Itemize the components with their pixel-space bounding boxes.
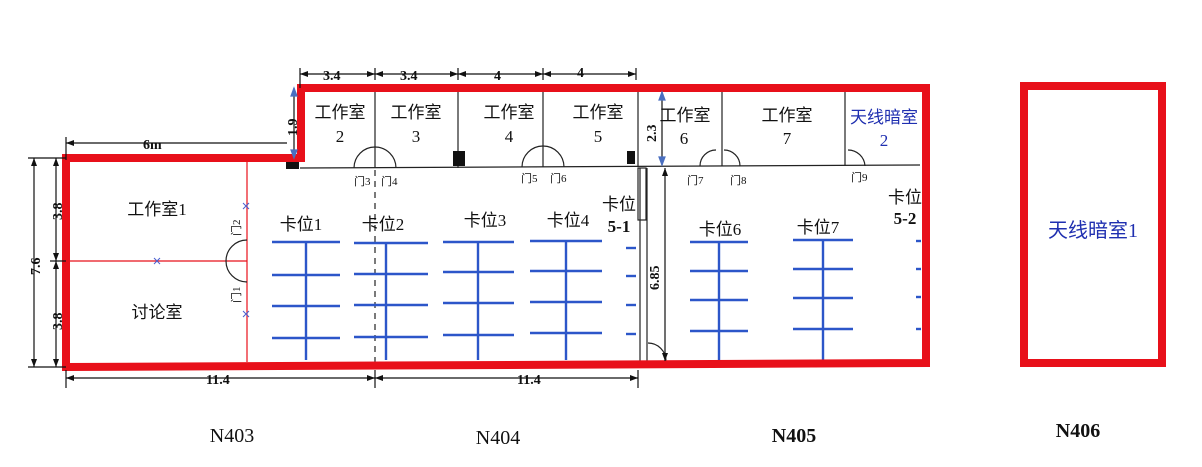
dimension-arrows-blue bbox=[290, 86, 666, 167]
room-studio-7-num: 7 bbox=[783, 129, 792, 148]
door-8: 门8 bbox=[730, 173, 747, 187]
room-studio-5-num: 5 bbox=[594, 127, 603, 146]
room-studio-3-label: 工作室 bbox=[391, 103, 442, 122]
room-studio-4-num: 4 bbox=[505, 127, 514, 146]
door-arc-8 bbox=[723, 149, 741, 167]
dim-bottom-1: 11.4 bbox=[206, 373, 230, 388]
room-discussion: 讨论室 bbox=[132, 303, 183, 322]
room-studio-4-label: 工作室 bbox=[484, 103, 535, 122]
door-arcs bbox=[225, 145, 866, 362]
station-4: 卡位4 bbox=[547, 211, 590, 230]
dim-top-4: 4 bbox=[577, 66, 584, 81]
dim-3-8-bottom: 3.8 bbox=[51, 313, 66, 331]
station-6: 卡位6 bbox=[699, 220, 742, 239]
dim-top-2: 3.4 bbox=[400, 69, 418, 84]
station-5-2-label: 卡位 bbox=[888, 188, 922, 207]
door-3: 门3 bbox=[354, 174, 371, 188]
dim-top-3: 4 bbox=[494, 69, 501, 84]
door-4: 门4 bbox=[381, 174, 398, 188]
markers bbox=[153, 202, 250, 318]
door-7: 门7 bbox=[687, 173, 704, 187]
door-arc-9 bbox=[847, 149, 866, 167]
station-5-1-label: 卡位 bbox=[602, 195, 636, 214]
room-studio-6-num: 6 bbox=[680, 129, 689, 148]
area-n404: N404 bbox=[476, 427, 520, 449]
door-arc-5-6 bbox=[521, 145, 565, 168]
station-1: 卡位1 bbox=[280, 215, 323, 234]
door-2: 门2 bbox=[229, 220, 243, 237]
desk-layout bbox=[272, 238, 921, 360]
station-5-2-num: 5-2 bbox=[894, 209, 917, 228]
station-7: 卡位7 bbox=[797, 218, 840, 237]
station-2: 卡位2 bbox=[362, 215, 405, 234]
room-studio-2-label: 工作室 bbox=[315, 103, 366, 122]
room-studio-6-label: 工作室 bbox=[660, 106, 711, 125]
dim-6m: 6m bbox=[143, 138, 162, 153]
room-antenna-2-label: 天线暗室 bbox=[850, 108, 918, 127]
dim-6-85: 6.85 bbox=[648, 266, 663, 291]
dimension-arrows bbox=[31, 71, 668, 381]
columns bbox=[286, 151, 647, 221]
room-studio-3-num: 3 bbox=[412, 127, 421, 146]
room-studio-5-label: 工作室 bbox=[573, 103, 624, 122]
interior-walls bbox=[299, 88, 921, 362]
station-5-1-num: 5-1 bbox=[608, 217, 631, 236]
dim-2-3: 2.3 bbox=[645, 125, 660, 143]
dim-1-9: 1.9 bbox=[286, 119, 301, 137]
dim-bottom-2: 11.4 bbox=[517, 373, 541, 388]
station-3: 卡位3 bbox=[464, 211, 507, 230]
room-studio-1: 工作室1 bbox=[127, 200, 187, 219]
room-studio-7-label: 工作室 bbox=[762, 106, 813, 125]
door-9: 门9 bbox=[851, 170, 868, 184]
door-5: 门5 bbox=[521, 171, 538, 185]
room-antenna-2-num: 2 bbox=[880, 131, 889, 150]
dim-3-8-top: 3.8 bbox=[51, 203, 66, 221]
door-arc-7 bbox=[699, 149, 717, 167]
dim-top-1: 3.4 bbox=[323, 69, 341, 84]
antenna-room-1-outline bbox=[1020, 82, 1166, 367]
door-6: 门6 bbox=[550, 171, 567, 185]
door-arc-3-4 bbox=[353, 146, 397, 169]
door-1: 门1 bbox=[229, 287, 243, 304]
room-antenna-1: 天线暗室1 bbox=[1048, 219, 1138, 242]
area-n405: N405 bbox=[772, 425, 816, 447]
door-arc-1-2 bbox=[225, 239, 248, 283]
area-n406: N406 bbox=[1056, 420, 1100, 442]
dim-7-6: 7.6 bbox=[29, 258, 44, 276]
room-studio-2-num: 2 bbox=[336, 127, 345, 146]
door-arc-bottom bbox=[647, 342, 667, 362]
area-n403: N403 bbox=[210, 425, 254, 447]
